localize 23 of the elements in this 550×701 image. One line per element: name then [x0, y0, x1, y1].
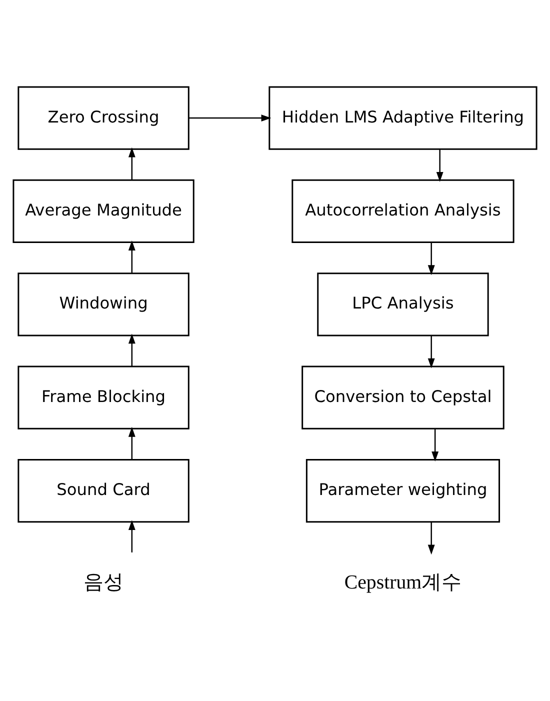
arrow: [128, 520, 136, 552]
node-box: Conversion to Cepstal: [302, 365, 504, 429]
node-box: Hidden LMS Adaptive Filtering: [268, 86, 538, 150]
node-box: LPC Analysis: [317, 272, 489, 336]
node-box: Windowing: [18, 272, 190, 336]
arrow: [436, 149, 444, 182]
arrow: [428, 522, 435, 554]
arrow: [128, 240, 136, 272]
arrow: [428, 335, 435, 368]
arrow: [428, 242, 435, 275]
node-box: Sound Card: [18, 458, 190, 522]
node-box: Frame Blocking: [18, 365, 190, 429]
arrow: [188, 114, 272, 122]
node-box: Average Magnitude: [12, 178, 194, 243]
arrow: [432, 428, 439, 461]
node-text: 음성: [84, 571, 124, 594]
node-box: Parameter weighting: [306, 458, 500, 522]
node-text: Cepstrum계수: [344, 571, 462, 594]
arrow: [128, 333, 136, 366]
node-box: Autocorrelation Analysis: [292, 178, 514, 243]
node-box: Zero Crossing: [18, 86, 190, 150]
arrow: [128, 146, 136, 180]
arrow: [128, 426, 136, 459]
